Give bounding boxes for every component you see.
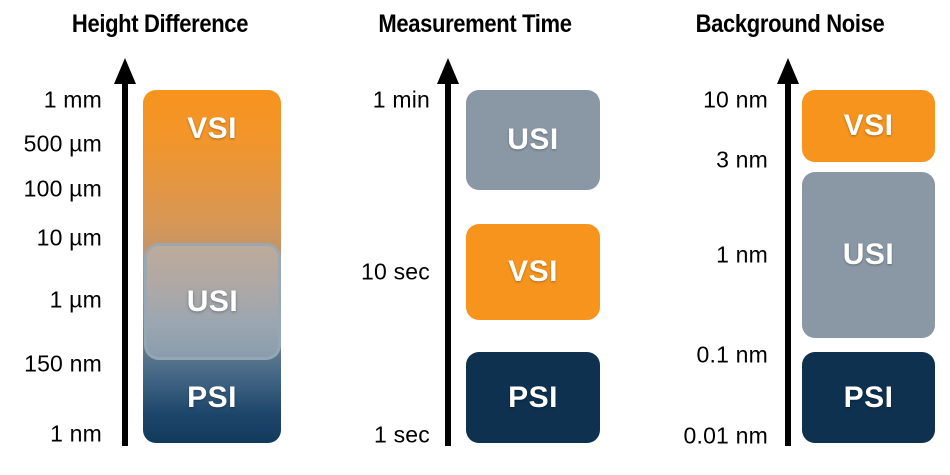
tick-label-1nm: 1 nm bbox=[50, 420, 102, 447]
panel-measurement-time: Measurement Time 1 min 10 sec 1 sec USI … bbox=[320, 0, 630, 475]
axis-arrow-noise bbox=[775, 58, 801, 446]
range-bar-time-vsi[interactable]: VSI bbox=[466, 224, 600, 320]
tick-label-0-1nm: 0.1 nm bbox=[696, 341, 768, 368]
tick-label-3nm: 3 nm bbox=[716, 146, 768, 173]
panel-title-height-difference: Height Difference bbox=[71, 10, 249, 38]
tick-label-1um: 1 µm bbox=[49, 286, 102, 313]
panel-title-background-noise: Background Noise bbox=[695, 10, 885, 38]
tick-label-10um: 10 µm bbox=[36, 224, 102, 251]
range-bar-time-usi[interactable]: USI bbox=[466, 90, 600, 190]
arrow-head-icon bbox=[437, 58, 459, 84]
range-bar-noise-vsi[interactable]: VSI bbox=[802, 90, 935, 162]
axis-arrow-time bbox=[435, 58, 461, 446]
arrow-shaft bbox=[122, 74, 128, 446]
tick-label-150nm: 150 nm bbox=[24, 350, 102, 377]
range-label-vsi: VSI bbox=[843, 109, 894, 142]
range-label-psi: PSI bbox=[187, 381, 237, 414]
panel-title-measurement-time: Measurement Time bbox=[378, 10, 572, 38]
range-label-usi: USI bbox=[186, 284, 239, 318]
tick-label-10nm: 10 nm bbox=[703, 86, 768, 113]
range-label-vsi: VSI bbox=[187, 112, 237, 145]
range-bar-time-psi[interactable]: PSI bbox=[466, 352, 600, 443]
range-label-usi: USI bbox=[507, 123, 559, 156]
panel-background-noise: Background Noise 10 nm 3 nm 1 nm 0.1 nm … bbox=[630, 0, 950, 475]
tick-label-10sec: 10 sec bbox=[361, 258, 430, 285]
range-label-usi: USI bbox=[842, 238, 895, 271]
tick-label-100um: 100 µm bbox=[23, 175, 102, 202]
axis-arrow-height bbox=[112, 58, 138, 446]
range-label-vsi: VSI bbox=[508, 255, 558, 288]
tick-label-1nm: 1 nm bbox=[716, 241, 768, 268]
tick-label-500um: 500 µm bbox=[23, 130, 102, 157]
arrow-head-icon bbox=[114, 58, 136, 84]
arrow-shaft bbox=[445, 74, 451, 446]
panel-height-difference: Height Difference 1 mm 500 µm 100 µm 10 … bbox=[0, 0, 320, 475]
arrow-head-icon bbox=[777, 58, 799, 84]
tick-label-1min: 1 min bbox=[372, 86, 430, 113]
tick-label-1sec: 1 sec bbox=[374, 421, 430, 448]
range-label-psi: PSI bbox=[843, 380, 894, 414]
arrow-shaft bbox=[785, 74, 791, 446]
range-bar-height-usi[interactable]: USI bbox=[144, 243, 281, 360]
range-bar-noise-usi[interactable]: USI bbox=[802, 172, 935, 338]
range-label-psi: PSI bbox=[508, 380, 558, 414]
tick-label-1mm: 1 mm bbox=[43, 86, 102, 113]
range-bar-noise-psi[interactable]: PSI bbox=[802, 352, 935, 443]
tick-label-0-01nm: 0.01 nm bbox=[683, 422, 768, 449]
